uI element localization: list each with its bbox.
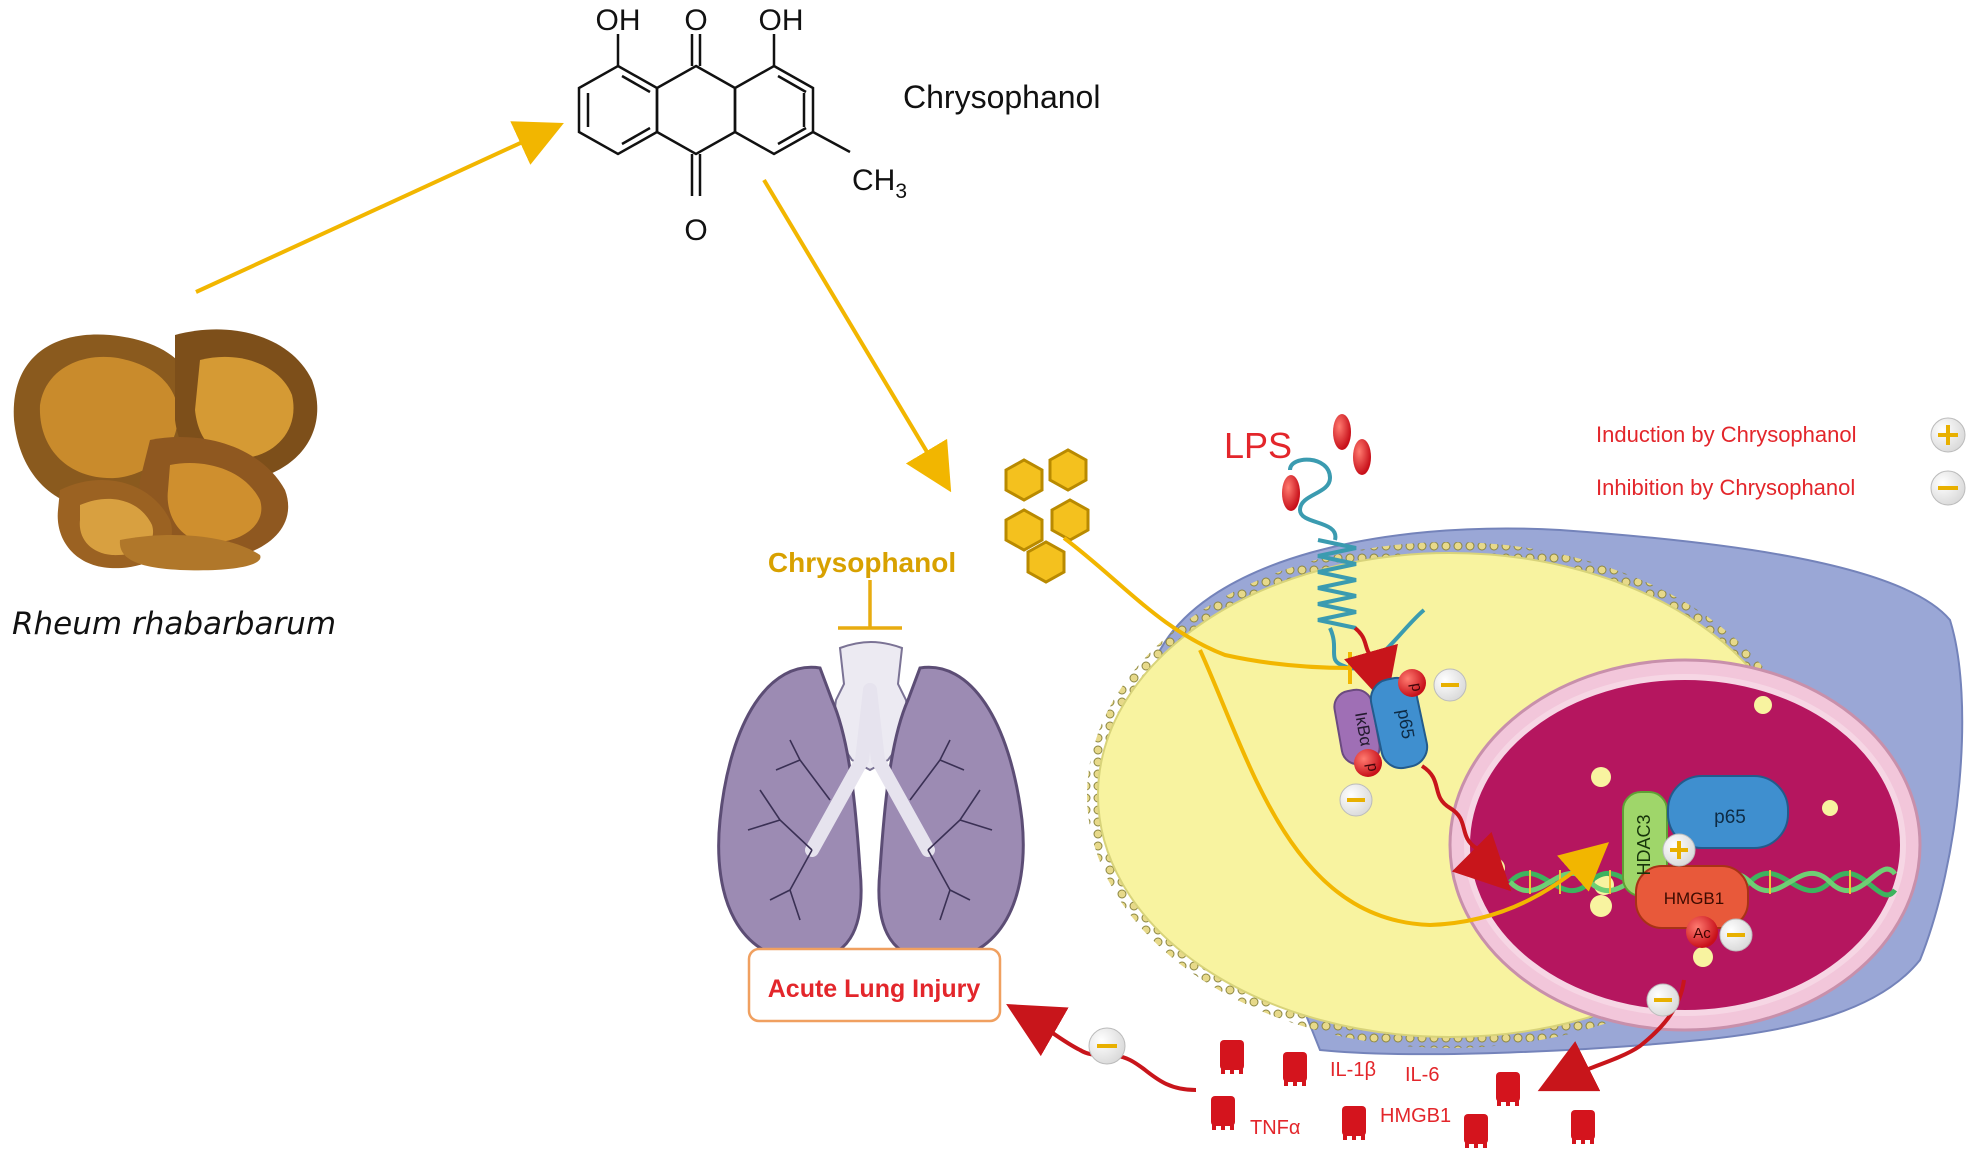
ac-label: Ac <box>1693 925 1711 942</box>
cytokine-icon <box>1496 1072 1520 1106</box>
hmgb1-nucleus-label: HMGB1 <box>1664 889 1724 908</box>
lps-label: LPS <box>1224 425 1292 466</box>
oh-left-label: OH <box>596 4 641 37</box>
minus-badge-lung-arrow <box>1088 1027 1126 1065</box>
chrysophanol-structure <box>577 34 851 196</box>
lps-molecule-3 <box>1282 475 1300 511</box>
compound-to-cell-arrow <box>762 178 952 493</box>
plus-badge-hdac3 <box>1662 833 1696 867</box>
p-mark-top: p <box>1407 682 1425 693</box>
minus-badge-p65-top <box>1433 668 1467 702</box>
p65-nucleus-label: p65 <box>1714 807 1746 828</box>
cytokine-il1b-label: IL-1β <box>1330 1059 1376 1081</box>
legend-minus-icon <box>1930 470 1966 506</box>
cytokine-icon <box>1464 1114 1488 1148</box>
legend-induction-label: Induction by Chrysophanol <box>1596 422 1857 447</box>
p65-translocation-arrow <box>1420 764 1512 892</box>
plant-to-compound-arrow <box>195 121 564 294</box>
ikba-p65-complex <box>1333 669 1429 777</box>
minus-badge-ac <box>1719 918 1753 952</box>
carbonyl-bottom-label: O <box>684 214 707 247</box>
chrysophanol-molecules-icon <box>1004 448 1090 584</box>
methyl-subscript: 3 <box>895 180 907 203</box>
cytokine-icon <box>1571 1110 1595 1144</box>
plant-name: Rheum rhabarbarum <box>12 606 336 642</box>
cytokine-icon <box>1211 1096 1235 1130</box>
cytokine-tnfa-label: TNFα <box>1250 1117 1300 1139</box>
cytokine-icon <box>1220 1040 1244 1074</box>
cytokine-hmgb1-label: HMGB1 <box>1380 1105 1451 1127</box>
compound-name: Chrysophanol <box>903 79 1100 115</box>
hdac3-label: HDAC3 <box>1634 814 1654 875</box>
methyl-label: CH3 <box>852 164 907 203</box>
receptor-signal-arrow <box>1344 626 1398 706</box>
minus-badge-release <box>1646 983 1680 1017</box>
lps-molecule-2 <box>1353 439 1371 475</box>
methyl-ch: CH <box>852 164 895 197</box>
p-mark-bottom: p <box>1363 762 1381 773</box>
nuclear-complex <box>1622 775 1789 948</box>
carbonyl-top-label: O <box>684 4 707 37</box>
lung-illustration <box>717 641 1025 962</box>
cytokine-icon <box>1283 1052 1307 1086</box>
cytokine-icons <box>1211 1040 1595 1148</box>
inhibition-tbar <box>838 580 902 630</box>
cytokine-icon <box>1342 1106 1366 1140</box>
cell-induce-hdac3-path <box>1198 649 1610 928</box>
lung-inhibitor-label: Chrysophanol <box>768 547 956 578</box>
minus-badge-ikba-bottom <box>1339 783 1373 817</box>
oh-right-label: OH <box>759 4 804 37</box>
legend-inhibition-label: Inhibition by Chrysophanol <box>1596 475 1855 500</box>
lps-molecule-1 <box>1333 414 1351 450</box>
rheum-rhabarbarum-photo <box>4 290 356 571</box>
legend-plus-icon <box>1930 417 1966 453</box>
acute-lung-injury-box <box>747 947 1002 1023</box>
cytokine-il6-label: IL-6 <box>1405 1064 1439 1086</box>
acute-lung-injury-label: Acute Lung Injury <box>768 975 981 1003</box>
cell-inhibit-nfkb-path <box>1062 536 1351 670</box>
